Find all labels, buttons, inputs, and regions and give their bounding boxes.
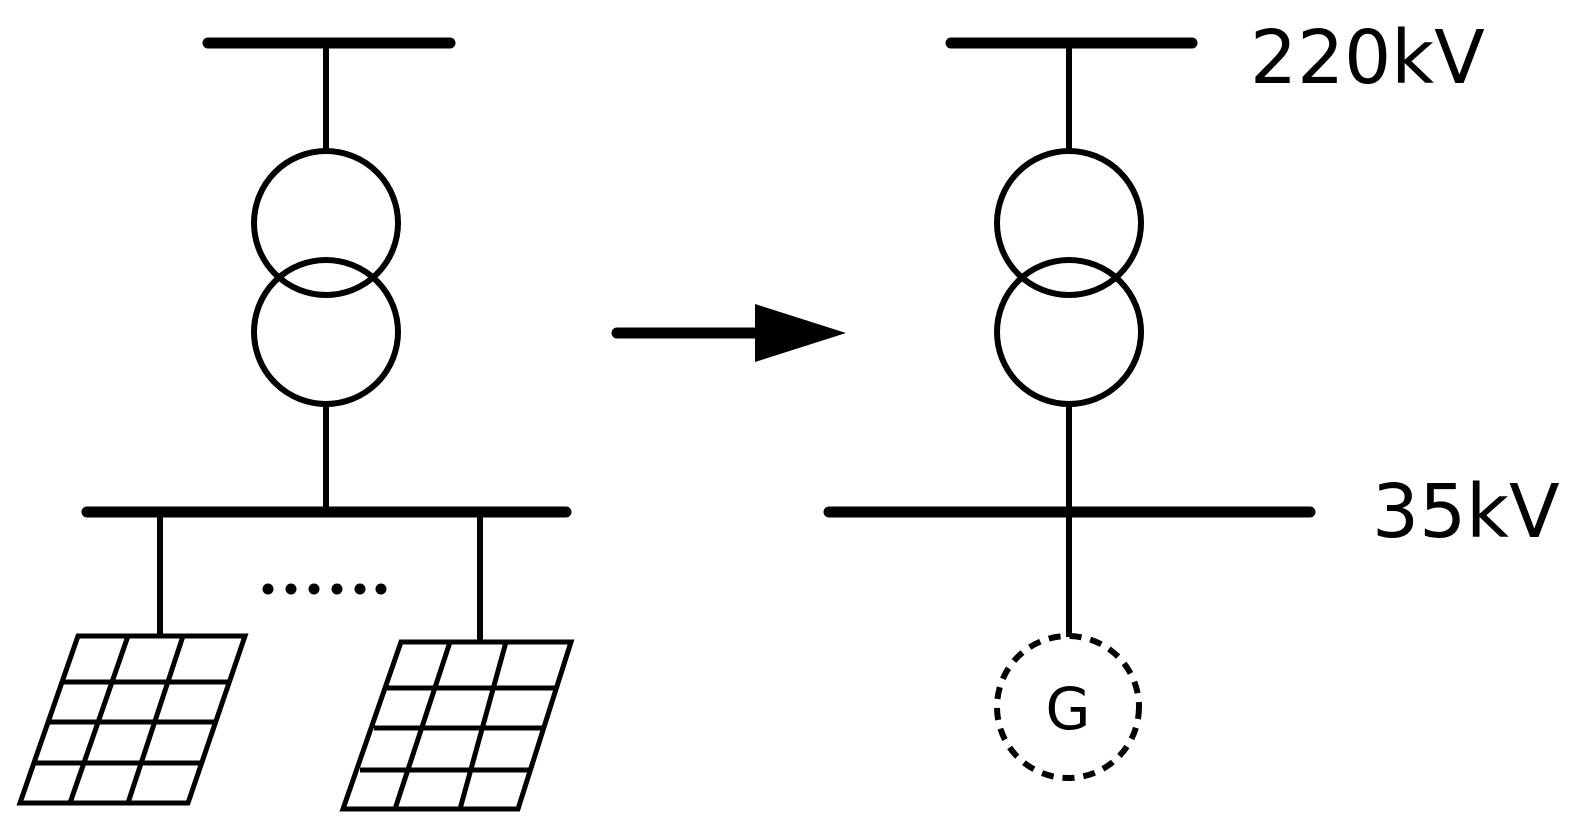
generator-label: G bbox=[1046, 675, 1091, 743]
right-transformer-primary-winding bbox=[994, 148, 1144, 298]
voltage-label-35kv: 35kV bbox=[1372, 469, 1560, 555]
left-transformer-secondary-winding bbox=[251, 257, 401, 407]
equivalent-generator-symbol bbox=[994, 633, 1142, 781]
arrow-head bbox=[755, 304, 846, 362]
solar-panel-icon bbox=[339, 639, 575, 812]
right-equivalent-model bbox=[823, 37, 1316, 781]
voltage-label-220kv: 220kV bbox=[1250, 15, 1485, 101]
solar-panel-icon bbox=[16, 633, 249, 806]
left-pv-plant bbox=[16, 37, 575, 812]
right-transformer-secondary-winding bbox=[994, 257, 1144, 407]
left-transformer-primary-winding bbox=[251, 148, 401, 298]
equivalence-arrow bbox=[611, 304, 846, 362]
ellipsis-dots bbox=[262, 583, 387, 595]
